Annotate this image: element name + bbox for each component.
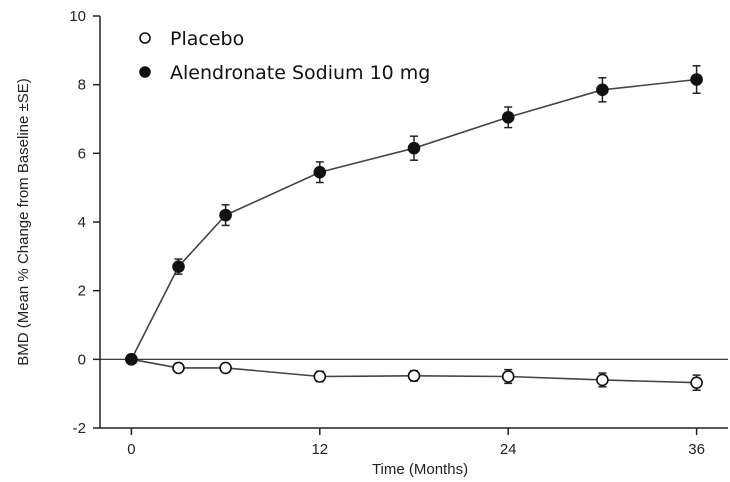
data-point: [219, 208, 232, 222]
data-point: [501, 110, 515, 124]
y-tick-label: 10: [69, 8, 86, 25]
legend-marker: [139, 66, 151, 78]
x-tick-label: 0: [127, 441, 135, 458]
data-point: [219, 361, 232, 375]
x-tick-label: 24: [500, 441, 517, 458]
data-point: [501, 370, 515, 383]
data-point: [125, 353, 138, 366]
y-axis-title: BMD (Mean % Change from Baseline ±SE): [15, 78, 32, 366]
y-tick-label: 6: [78, 145, 86, 162]
data-point: [313, 370, 327, 383]
x-tick-label: 36: [688, 441, 705, 458]
data-point: [596, 373, 609, 387]
data-point: [690, 376, 703, 389]
data-point: [313, 165, 327, 179]
data-point: [407, 369, 421, 383]
y-tick-label: 4: [78, 214, 86, 231]
x-axis-title: Time (Months): [372, 461, 468, 478]
y-tick-label: 2: [78, 283, 86, 300]
y-tick-label: 8: [78, 77, 86, 94]
plot-marks: [125, 65, 703, 391]
data-point: [690, 73, 703, 86]
data-point: [596, 83, 609, 97]
legend-label: Alendronate Sodium 10 mg: [170, 62, 430, 84]
y-tick-label: -2: [73, 420, 86, 437]
legend-label: Placebo: [170, 28, 244, 50]
data-point: [407, 141, 421, 155]
series-line-1: [130, 78, 697, 360]
x-tick-label: 12: [311, 441, 328, 458]
legend-marker: [139, 32, 151, 44]
y-tick-label: 0: [78, 351, 86, 368]
data-point: [172, 260, 185, 273]
series-line-0: [131, 358, 697, 384]
data-point: [172, 361, 185, 375]
